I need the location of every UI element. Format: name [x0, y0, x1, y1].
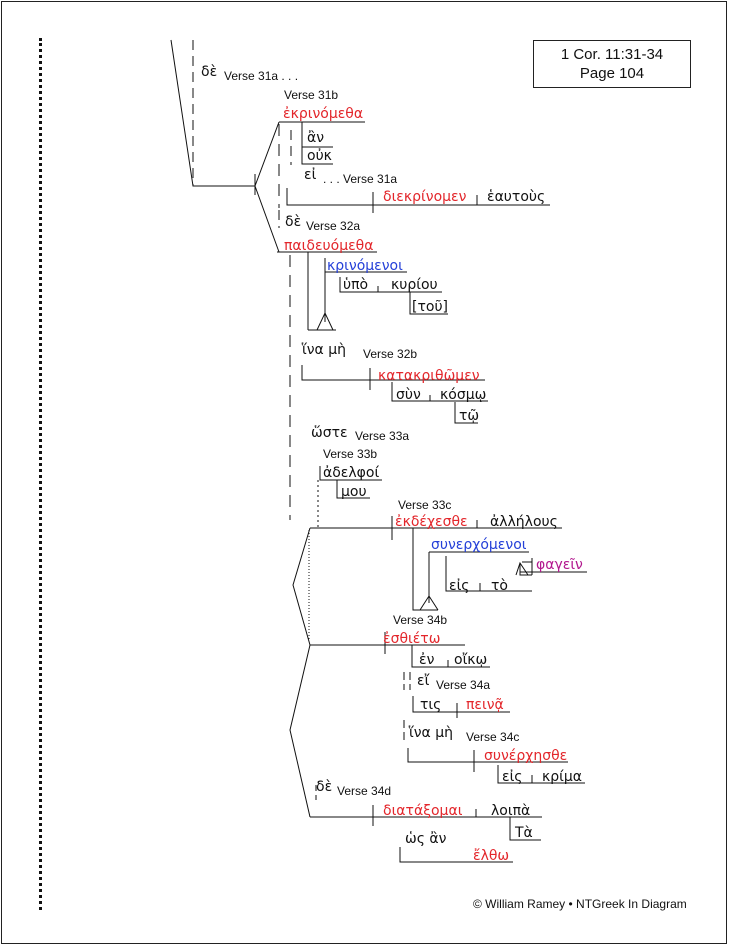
diagram-line — [170, 39, 255, 187]
word-ta: Τὰ — [515, 825, 533, 841]
diagram-line — [522, 558, 533, 575]
verse-label: Verse 34b — [393, 613, 448, 627]
diagram-line — [409, 292, 448, 315]
diagram-line — [411, 645, 490, 668]
diagram-line — [497, 765, 585, 784]
diagram-line — [254, 121, 280, 253]
diagram-line — [289, 644, 311, 818]
word-heautous: ἑαυτοὺς — [487, 189, 546, 205]
diagram-line — [292, 527, 311, 646]
participle-sunerchomenoi: συνερχόμενοι — [431, 537, 527, 553]
diagram-line — [519, 563, 532, 576]
verb-peina: πεινᾷ — [466, 697, 504, 713]
verb-diekrinomen: διεκρίνομεν — [383, 189, 467, 205]
passage-reference-box: 1 Cor. 11:31-34 Page 104 — [533, 40, 691, 88]
word-hina-me: ἵνα μὴ — [409, 725, 454, 741]
word-loipa: λοιπὰ — [491, 803, 531, 819]
diagram-line — [445, 556, 532, 592]
diagram-line — [301, 365, 485, 381]
word-to: τὸ — [491, 578, 508, 594]
verb-esthieto: ἐσθιέτω — [383, 631, 441, 647]
word-adelphoi: ἀδελφοί — [323, 465, 380, 481]
diagram-line — [419, 595, 439, 611]
diagram-line — [391, 382, 488, 402]
verse-label: Verse 33c — [398, 498, 452, 512]
diagram-line — [286, 188, 550, 206]
word-allelous: ἀλλήλους — [490, 514, 558, 530]
participle-krinomenoi: κρινόμενοι — [327, 258, 403, 274]
diagram-line — [336, 480, 370, 499]
word-tis: τις — [420, 697, 442, 713]
word-de: δὲ — [316, 779, 333, 795]
verb-diataxomai: διατάξομαι — [383, 803, 463, 819]
word-tou: [τοῦ] — [412, 299, 449, 315]
diagram-line — [319, 466, 382, 481]
dotted-margin-line — [39, 38, 42, 910]
word-kosmo: κόσμῳ — [440, 387, 487, 403]
verb-sunerchesthe: συνέρχησθε — [484, 748, 568, 764]
word-hupo: ὑπὸ — [343, 277, 369, 293]
word-krima: κρίμα — [542, 769, 583, 785]
copyright-notice: © William Ramey • NTGreek In Diagram — [473, 897, 687, 911]
verb-ekdechesthe: ἐκδέχεσθε — [395, 514, 468, 530]
word-an: ἂν — [307, 130, 325, 146]
word-de: δὲ — [201, 64, 218, 80]
diagram-line — [509, 817, 541, 841]
verse-label: Verse 34d — [337, 784, 392, 798]
verse-label: Verse 34a — [436, 678, 491, 692]
verb-ekrinometha: ἐκρινόμεθα — [283, 106, 364, 122]
word-ei: εἴ — [417, 673, 430, 689]
word-eis: εἰς — [502, 769, 523, 785]
diagram-line — [515, 561, 529, 576]
verse-label: Verse 32b — [363, 347, 418, 361]
word-mou: μου — [341, 484, 367, 500]
diagram-line — [399, 847, 513, 863]
verse-label: Verse 34c — [466, 730, 520, 744]
verb-eltho: ἔλθω — [473, 848, 510, 864]
verse-label: Verse 33b — [323, 447, 378, 461]
word-ouk: οὐκ — [307, 148, 332, 164]
word-de: δὲ — [285, 214, 302, 230]
verb-katakrithomen: κατακριθῶμεν — [378, 368, 480, 384]
diagram-line — [454, 402, 478, 424]
word-eis: εἰς — [449, 578, 470, 594]
diagram-line — [412, 528, 438, 611]
word-to: τῷ — [459, 408, 480, 424]
word-hos-an: ὡς ἂν — [405, 831, 447, 847]
diagram-line — [407, 748, 568, 763]
verse-label: Verse 31b — [284, 88, 339, 102]
verse-label: Verse 33a — [355, 429, 410, 443]
infinitive-phagein: φαγεῖν — [536, 557, 583, 573]
word-hina-me: ἵνα μὴ — [302, 342, 347, 358]
verb-paideuometha: παιδευόμεθα — [284, 238, 374, 254]
verse-label: . . . Verse 31a — [323, 172, 398, 186]
verse-label: Verse 32a — [306, 219, 361, 233]
diagram-line — [316, 311, 334, 331]
diagram-line — [301, 147, 333, 165]
word-en: ἐν — [419, 652, 435, 668]
word-oiko: οἴκῳ — [454, 652, 488, 668]
diagram-line — [412, 696, 510, 713]
word-ei: εἰ — [304, 167, 317, 183]
passage-reference: 1 Cor. 11:31-34 — [560, 46, 664, 63]
page-number: Page 104 — [579, 65, 645, 82]
verse-label: Verse 31a . . . — [224, 69, 299, 83]
word-hoste: ὥστε — [311, 425, 348, 441]
word-kuriou: κυρίου — [391, 277, 438, 293]
word-sun: σὺν — [396, 387, 421, 403]
diagram-line — [339, 277, 442, 293]
